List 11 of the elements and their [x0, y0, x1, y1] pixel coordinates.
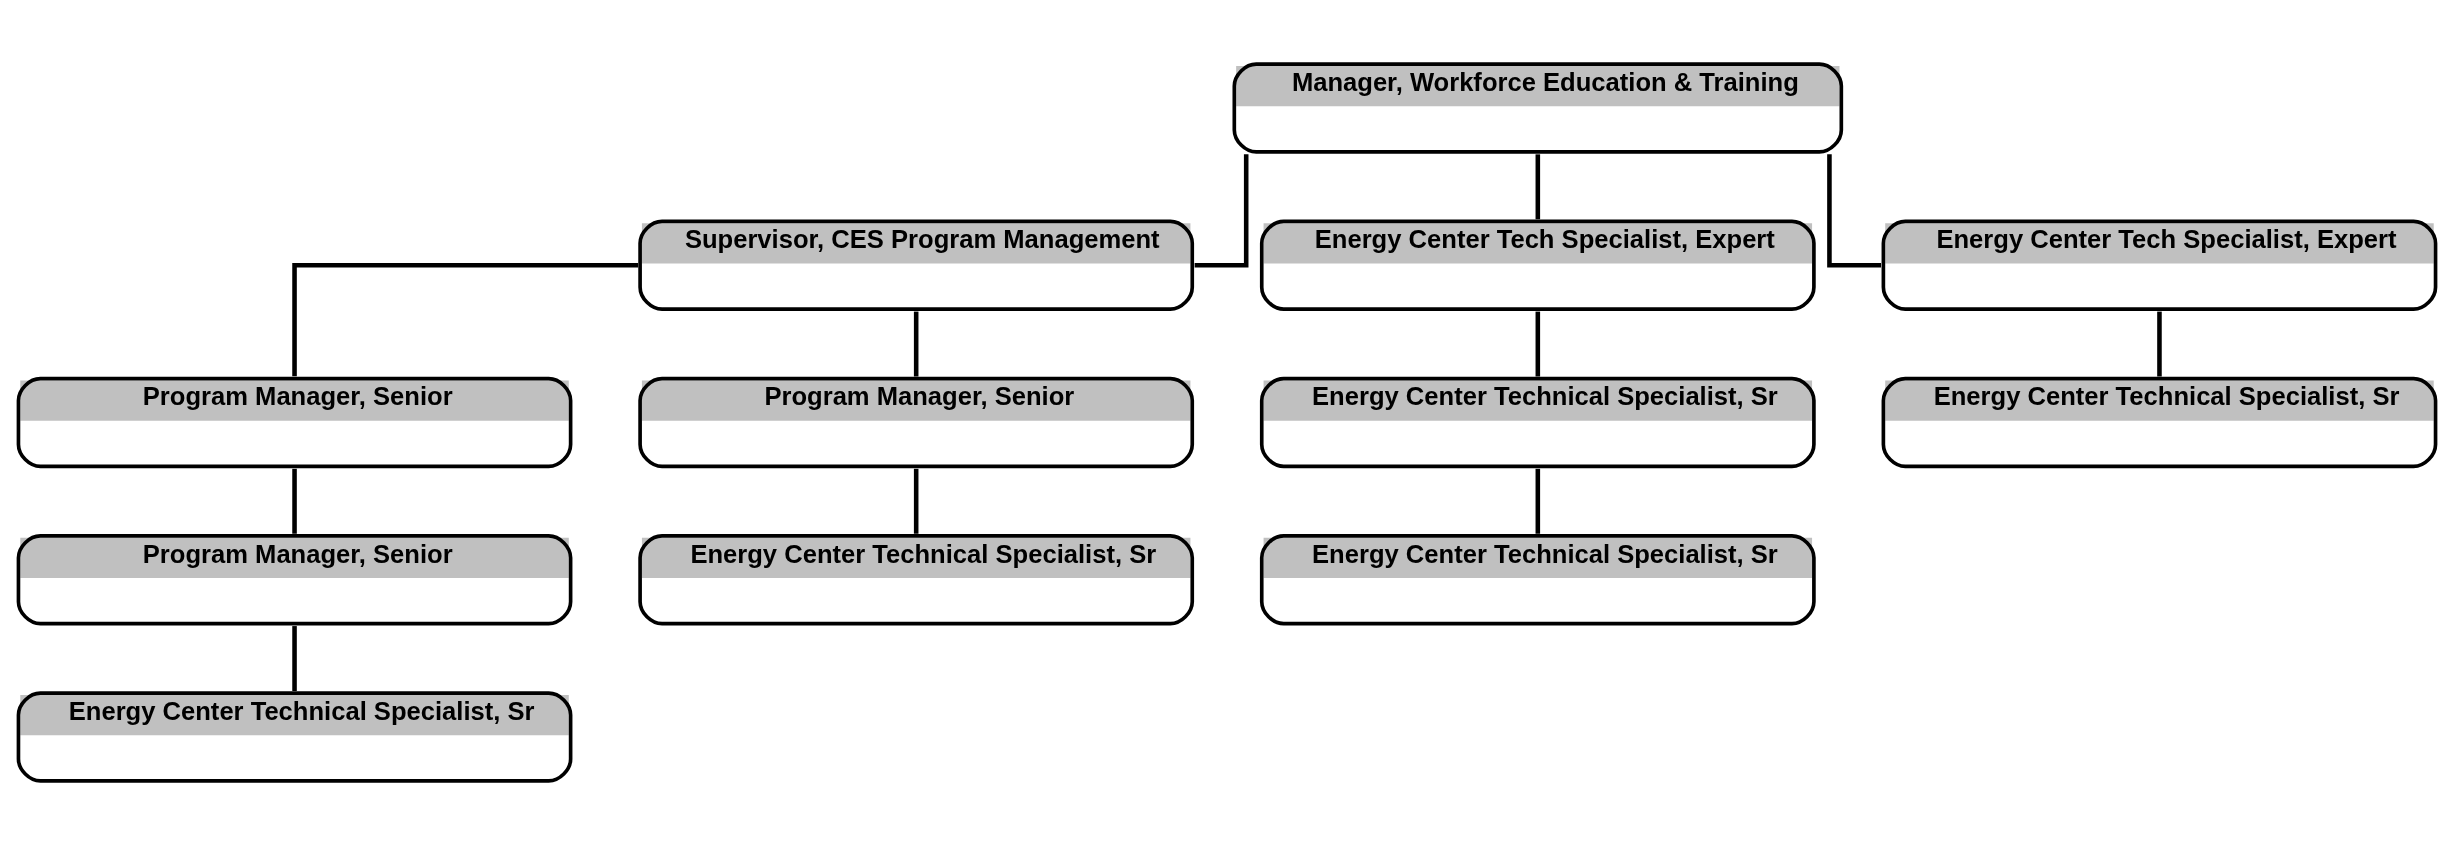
connector	[1827, 154, 1881, 268]
connector	[292, 626, 297, 691]
connector	[292, 468, 297, 534]
connector	[2157, 311, 2162, 377]
connector	[1194, 154, 1249, 268]
connector	[292, 262, 639, 377]
connector	[913, 468, 919, 534]
connector	[1535, 311, 1541, 377]
connector	[1535, 468, 1541, 534]
connector	[1535, 154, 1541, 220]
connector	[913, 311, 919, 377]
